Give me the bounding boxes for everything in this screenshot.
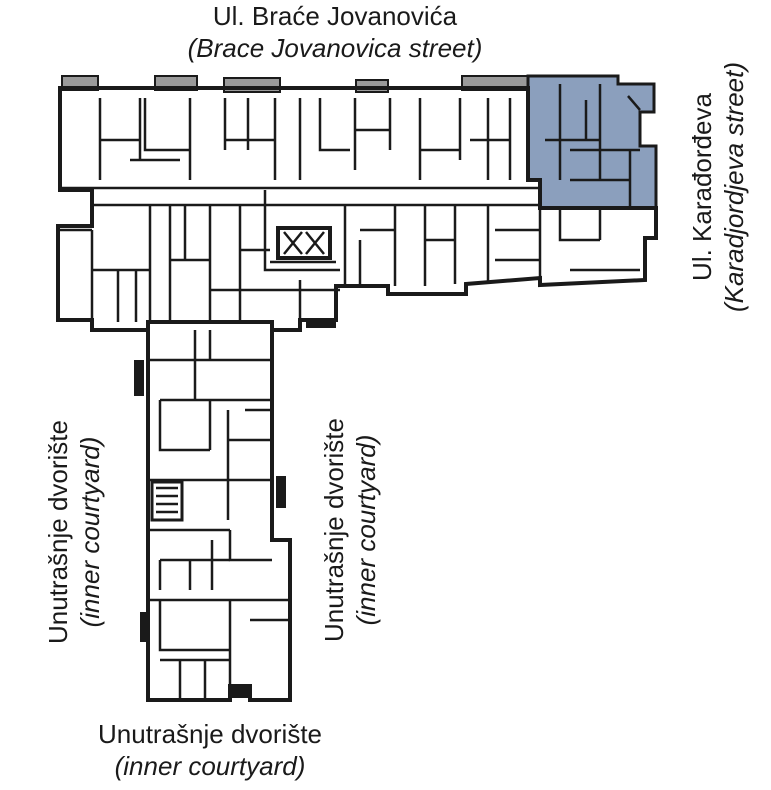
north-street-name: Ul. Braće Jovanovića [212,1,458,31]
highlighted-apartment[interactable] [526,74,658,210]
east-street-name: Ul. Karađorđeva [687,93,717,281]
west-courtyard-name-en: (inner courtyard) [75,436,105,628]
wall-details [134,322,336,698]
middle-courtyard-name: Unutrašnje dvorište [319,418,349,642]
south-courtyard-name-en: (inner courtyard) [114,751,306,781]
north-street-label: Ul. Braće Jovanovića (Brace Jovanovica s… [120,0,550,64]
south-courtyard-name: Unutrašnje dvorište [98,719,322,749]
west-courtyard-label: Unutrašnje dvorište (inner courtyard) [42,402,106,662]
north-street-name-en: (Brace Jovanovica street) [187,33,483,63]
east-street-label: Ul. Karađorđeva (Karadjordjeva street) [686,22,750,352]
south-courtyard-label: Unutrašnje dvorište (inner courtyard) [60,718,360,782]
west-courtyard-name: Unutrašnje dvorište [43,420,73,644]
interior-walls [60,84,641,700]
middle-courtyard-label: Unutrašnje dvorište (inner courtyard) [318,400,382,660]
east-street-name-en: (Karadjordjeva street) [719,62,749,312]
middle-courtyard-name-en: (inner courtyard) [351,434,381,626]
